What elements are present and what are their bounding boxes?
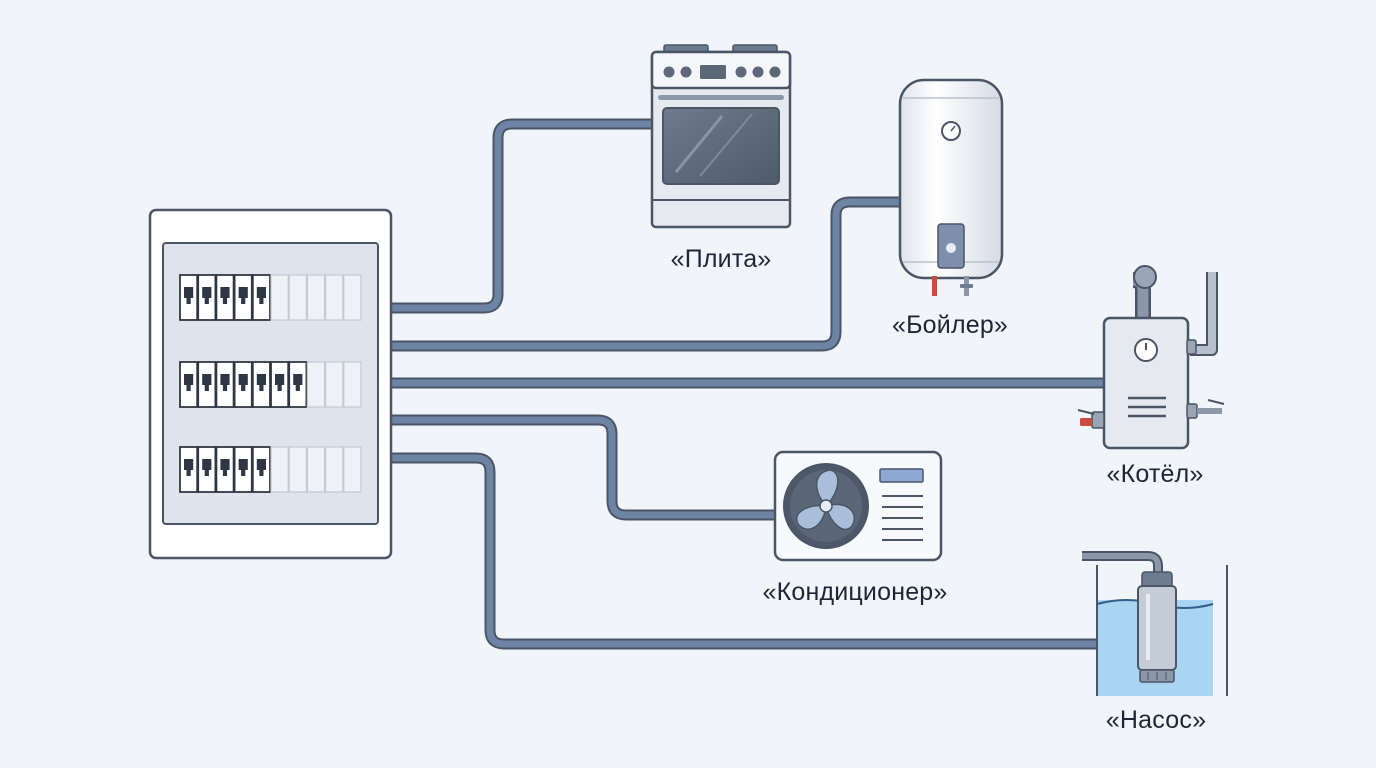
circuit-breaker	[179, 361, 199, 408]
breaker-row	[179, 274, 362, 321]
breaker-row	[179, 361, 362, 408]
circuit-breaker	[233, 446, 253, 493]
circuit-breaker	[270, 361, 290, 408]
electrical-panel	[148, 208, 393, 560]
label-ac: «Кондиционер»	[762, 578, 948, 606]
empty-breaker-slot	[288, 274, 308, 321]
breaker-rows	[179, 274, 362, 493]
empty-breaker-slot	[325, 446, 344, 493]
circuit-breaker	[179, 274, 199, 321]
circuit-breaker	[233, 361, 253, 408]
circuit-breaker	[197, 274, 217, 321]
empty-breaker-slot	[306, 446, 326, 493]
label-heater: «Котёл»	[1106, 460, 1204, 488]
circuit-breaker	[197, 361, 217, 408]
empty-breaker-slot	[306, 361, 326, 408]
circuit-breaker	[288, 361, 308, 408]
circuit-breaker	[251, 274, 271, 321]
cable-ac	[386, 414, 781, 521]
empty-breaker-slot	[343, 446, 362, 493]
ac-icon	[773, 450, 943, 562]
label-pump: «Насос»	[1105, 706, 1207, 734]
empty-breaker-slot	[270, 274, 289, 321]
heater-icon	[1077, 265, 1225, 450]
label-boiler: «Бойлер»	[891, 311, 1009, 339]
cable-boiler	[386, 196, 906, 352]
empty-breaker-slot	[306, 274, 326, 321]
circuit-breaker	[179, 446, 199, 493]
breaker-row	[179, 446, 362, 493]
empty-breaker-slot	[343, 274, 362, 321]
circuit-breaker	[233, 274, 253, 321]
empty-breaker-slot	[288, 446, 308, 493]
empty-breaker-slot	[270, 446, 289, 493]
cable-pump	[386, 452, 1103, 650]
circuit-breaker	[215, 274, 235, 321]
circuit-breaker	[251, 361, 271, 408]
boiler-icon	[898, 78, 1004, 296]
empty-breaker-slot	[343, 361, 362, 408]
pump-icon	[1082, 551, 1228, 696]
cables	[386, 118, 1110, 650]
circuit-breaker	[215, 446, 235, 493]
circuit-breaker	[251, 446, 271, 493]
empty-breaker-slot	[325, 274, 344, 321]
circuit-breaker	[197, 446, 217, 493]
stove-icon	[650, 44, 792, 229]
empty-breaker-slot	[325, 361, 344, 408]
label-stove: «Плита»	[670, 245, 772, 273]
circuit-breaker	[215, 361, 235, 408]
cable-stove	[386, 118, 658, 314]
